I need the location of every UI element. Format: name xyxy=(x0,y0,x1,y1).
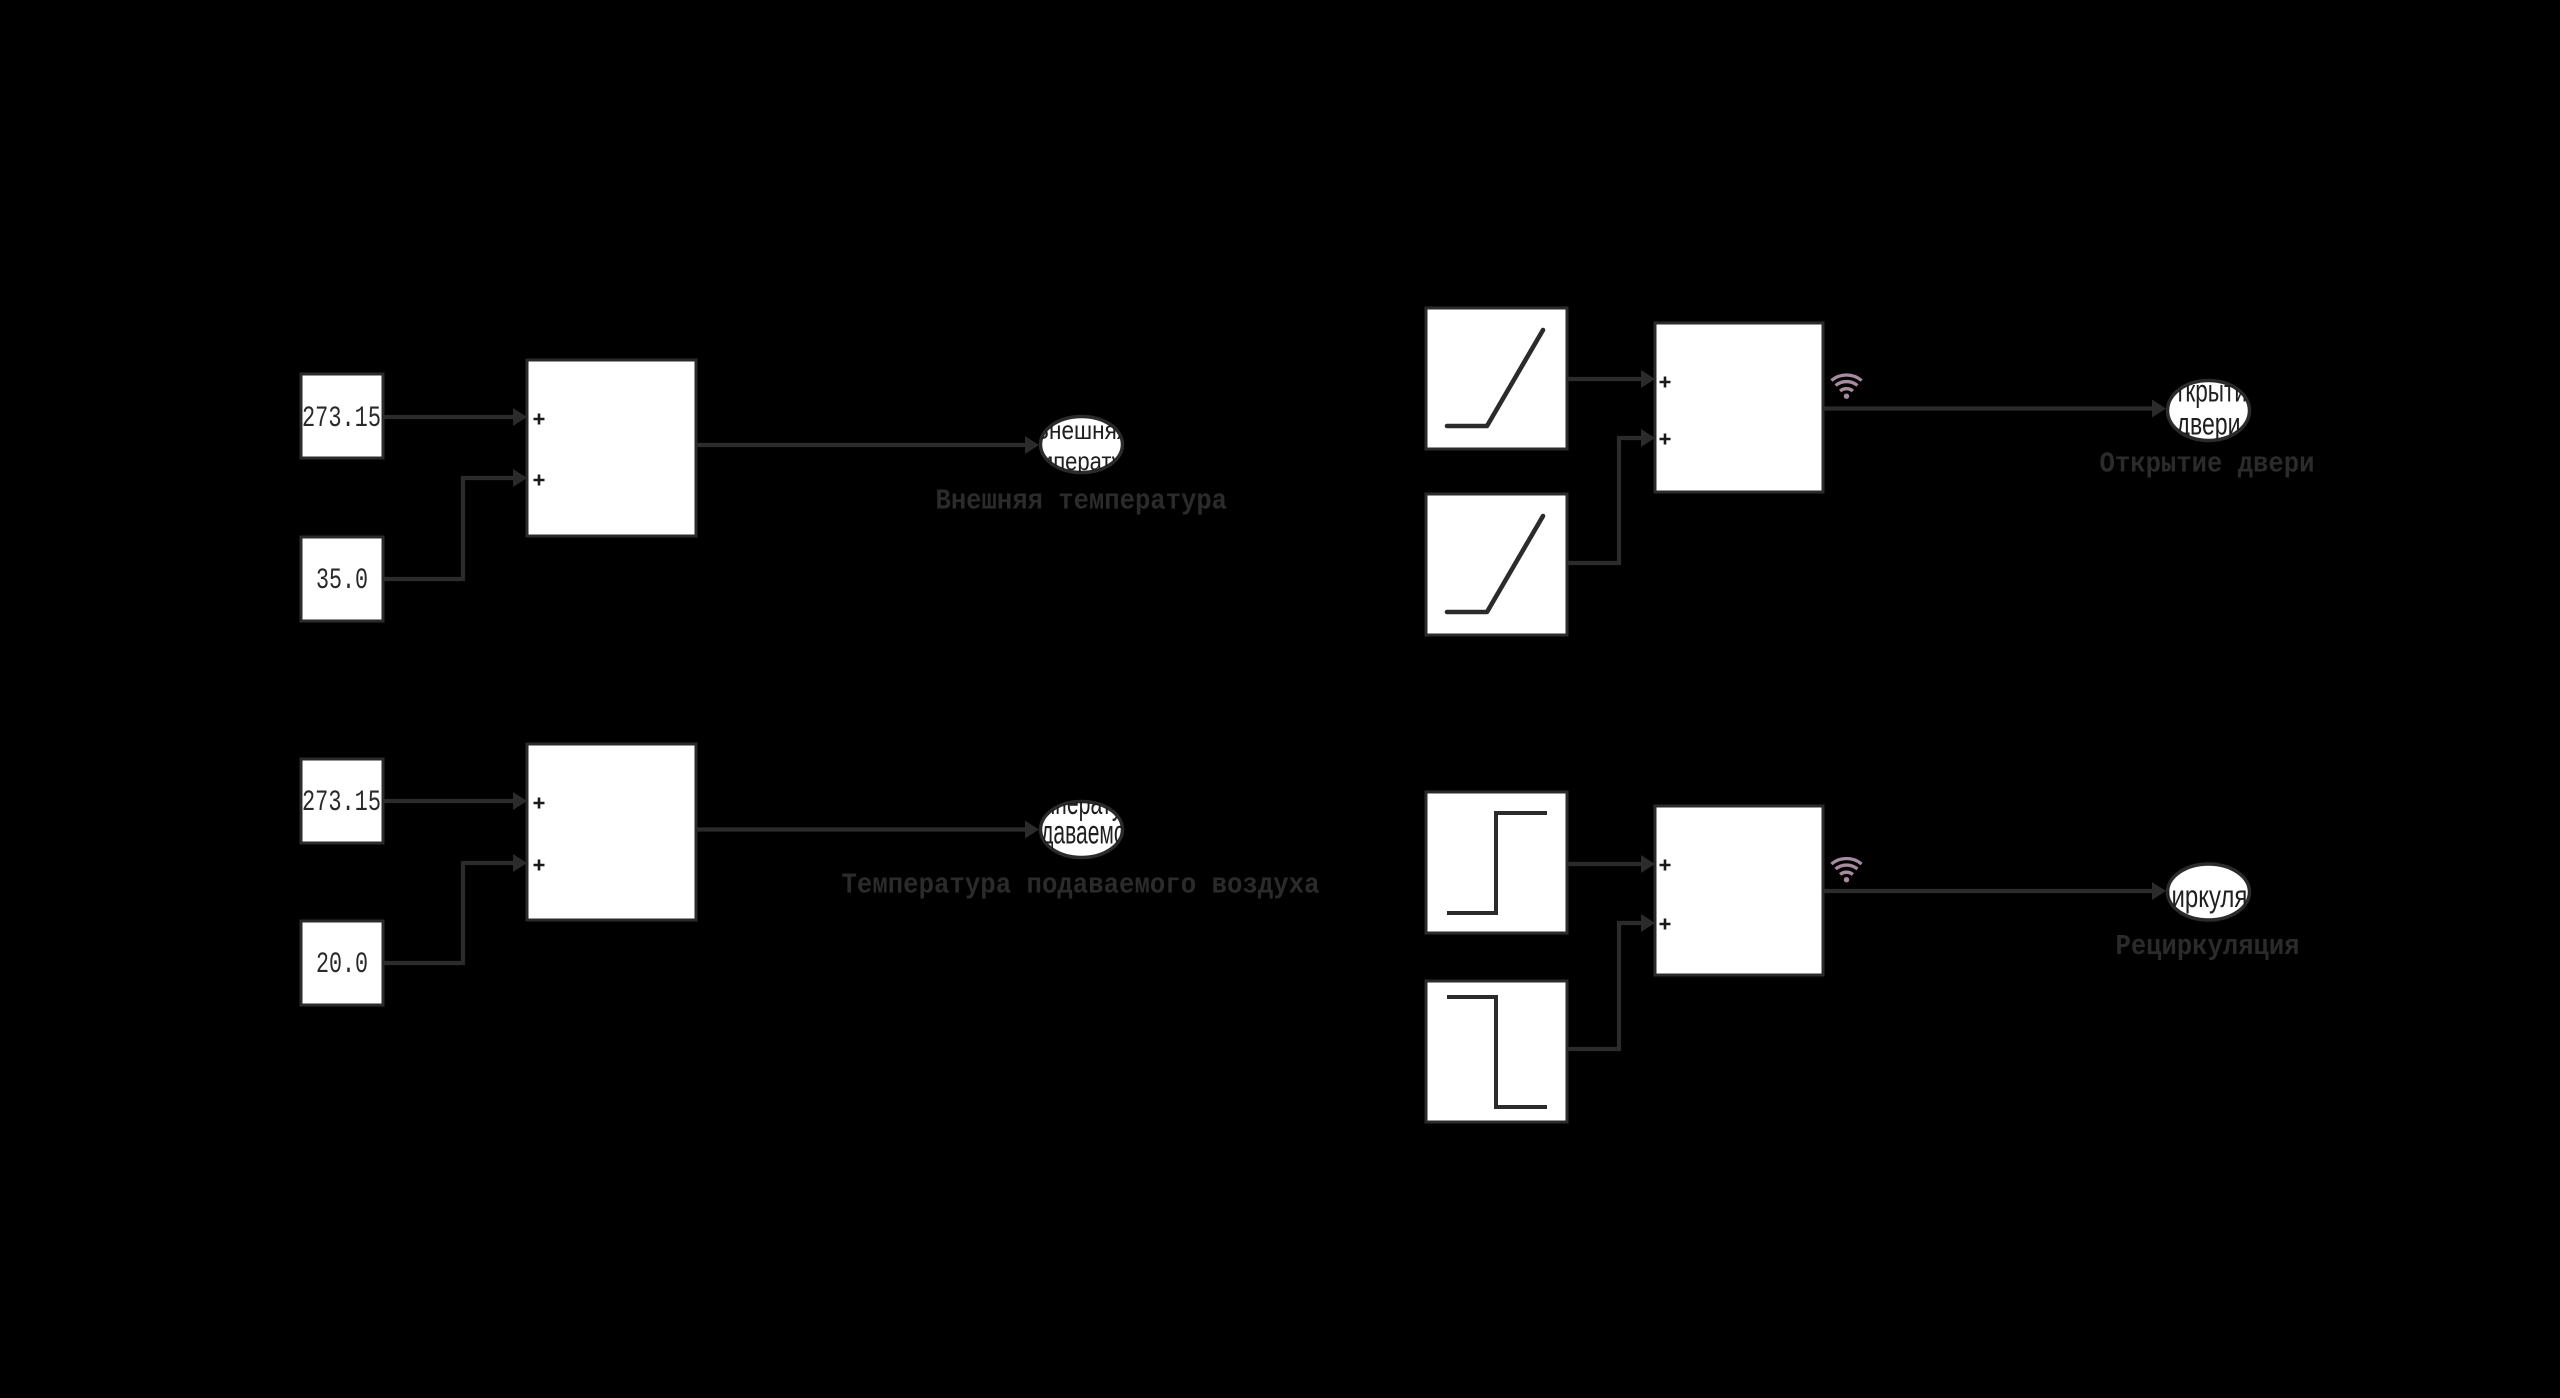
svg-text:Рециркуляция: Рециркуляция xyxy=(2130,878,2288,914)
svg-text:273.15: 273.15 xyxy=(302,401,381,435)
svg-text:20.0: 20.0 xyxy=(316,947,368,981)
svg-text:подаваемого: подаваемого xyxy=(1019,814,1145,851)
svg-text:35.0: 35.0 xyxy=(316,563,368,597)
svg-text:воздуха: воздуха xyxy=(1042,847,1122,884)
svg-text:двери: двери xyxy=(2177,406,2241,442)
svg-text:273.15: 273.15 xyxy=(302,785,381,819)
svg-text:Внешняя температура: Внешняя температура xyxy=(936,485,1228,518)
svg-text:Температура подаваемого воздух: Температура подаваемого воздуха xyxy=(842,869,1320,902)
svg-text:Рециркуляция: Рециркуляция xyxy=(2116,930,2300,963)
svg-text:Открытие двери: Открытие двери xyxy=(2100,448,2315,481)
svg-text:Температура: Температура xyxy=(1017,784,1146,821)
